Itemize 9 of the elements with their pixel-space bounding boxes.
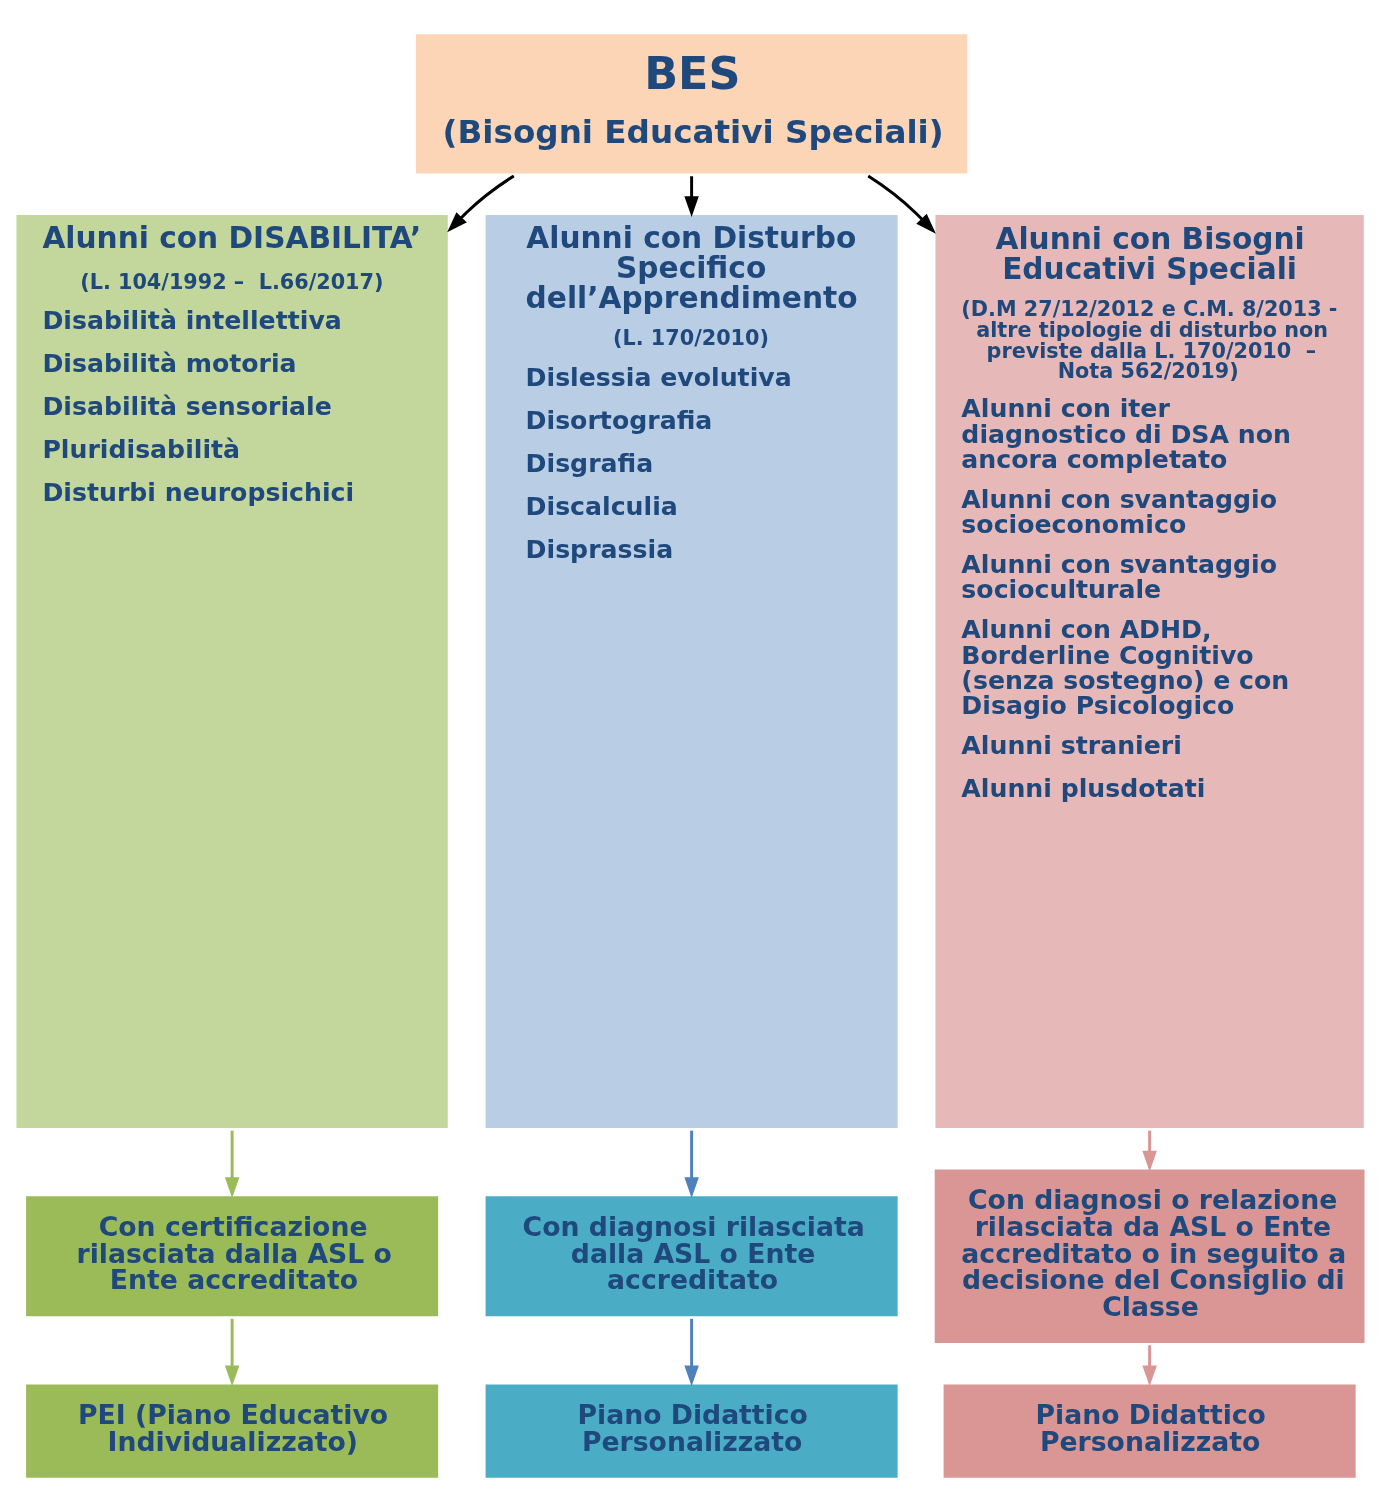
arrow: [1142, 1345, 1157, 1387]
arrow: [1142, 1130, 1157, 1172]
arrow: [684, 1318, 699, 1387]
arrow: [447, 174, 515, 233]
arrow: [684, 176, 699, 217]
arrow: [684, 1130, 699, 1199]
arrow: [867, 174, 936, 234]
arrow: [224, 1318, 240, 1387]
arrow: [224, 1130, 240, 1199]
